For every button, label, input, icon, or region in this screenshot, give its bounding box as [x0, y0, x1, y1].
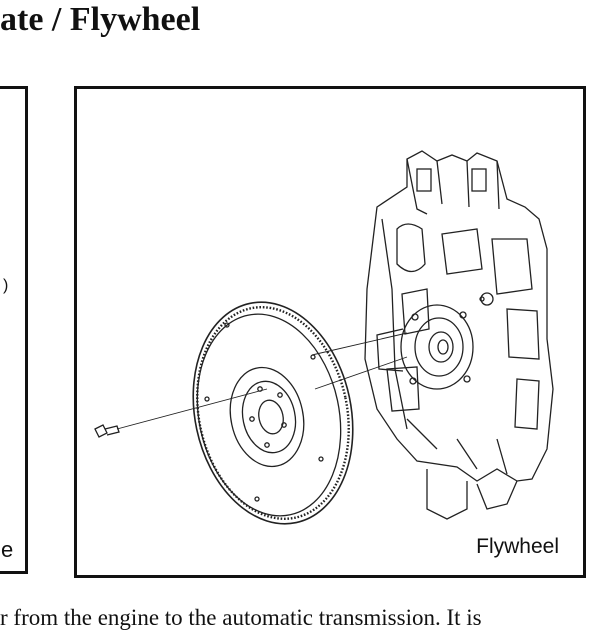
body-text-line: r from the engine to the automatic trans…: [0, 605, 482, 630]
figure-caption: Flywheel: [476, 535, 559, 558]
section-heading: ate / Flywheel: [0, 1, 201, 38]
flywheel-bolt: [94, 424, 120, 438]
flywheel-disc: [192, 301, 354, 525]
flywheel-figure-panel: Flywheel: [74, 86, 586, 578]
flywheel-illustration: [94, 150, 554, 525]
left-figure-paren: ): [3, 277, 9, 294]
engine-block: [364, 150, 554, 520]
left-figure-caption-fragment: e: [1, 537, 14, 562]
left-figure-panel: ) e: [0, 86, 28, 574]
alignment-lines: [116, 332, 408, 430]
crankshaft-seal: [376, 304, 474, 390]
